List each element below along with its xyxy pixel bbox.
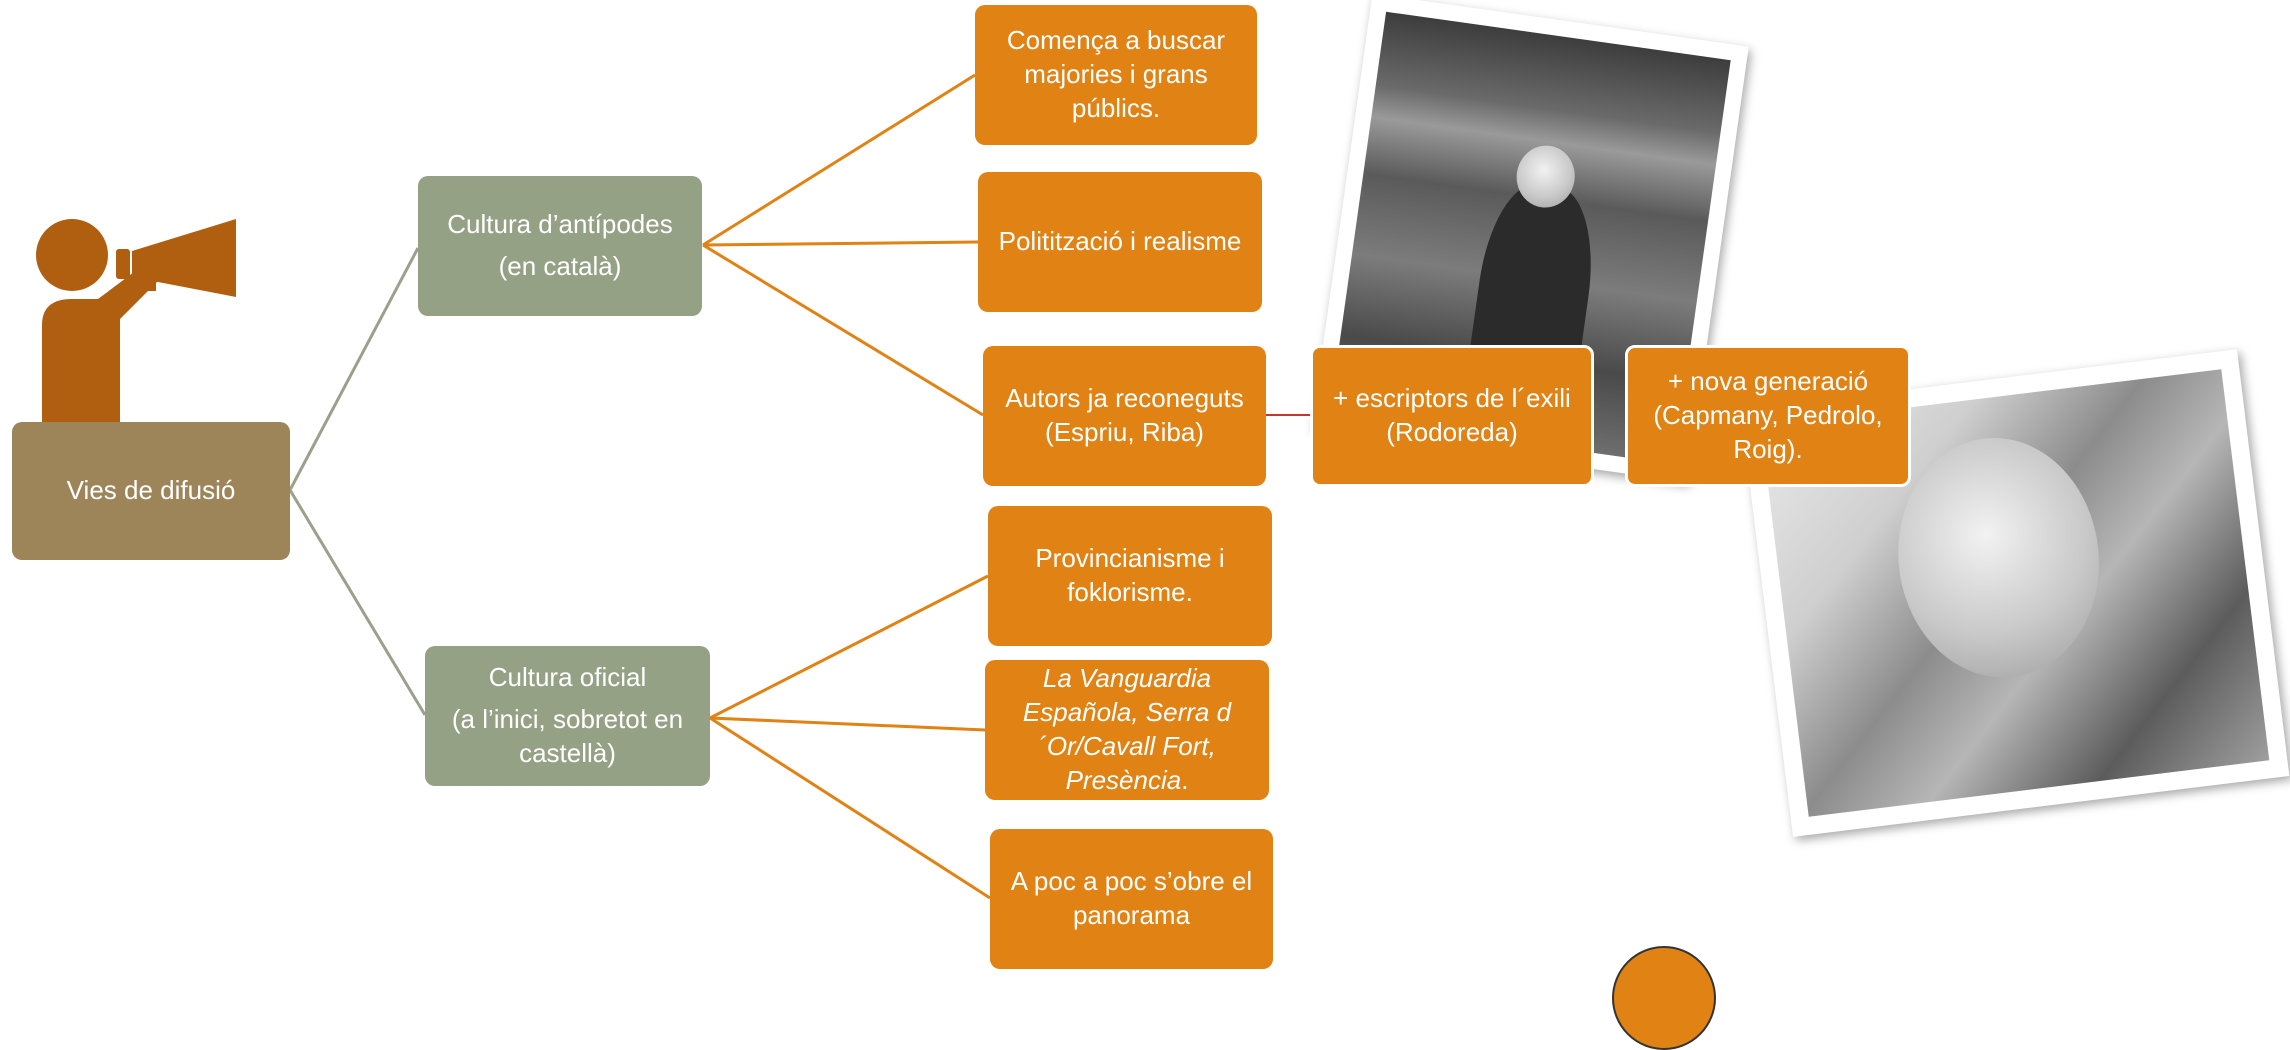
connector-root-oficial: [288, 489, 427, 716]
node-o3-label: A poc a poc s’obre el panorama: [1010, 866, 1253, 930]
node-publicacions: La Vanguardia Española, Serra d´Or/Caval…: [985, 660, 1269, 800]
connector-antipodes-a3: [702, 243, 984, 417]
connector-oficial-o1: [709, 574, 989, 720]
node-root-label: Vies de difusió: [66, 475, 236, 506]
megaphone-person-icon: [36, 219, 236, 430]
node-provincianisme: Provincianisme i foklorisme.: [988, 506, 1272, 646]
node-a2-label: Politització i realisme: [998, 226, 1242, 257]
diagram: Vies de difusió Cultura d’antípodes (en …: [12, 5, 2270, 1050]
node-a3b-label: + escriptors de l´exili (Rodoreda): [1333, 383, 1571, 447]
node-oficial-line1: Cultura oficial: [488, 662, 647, 693]
node-o1-label: Provincianisme i foklorisme.: [1035, 543, 1225, 607]
node-root: Vies de difusió: [12, 422, 290, 560]
node-o2-tail: .: [1181, 764, 1189, 795]
decorative-circle: [1612, 946, 1716, 1050]
node-a3c-label: + nova generació (Capmany, Pedrolo, Roig…: [1653, 366, 1883, 464]
connector-oficial-o2: [709, 716, 986, 732]
node-obre-panorama: A poc a poc s’obre el panorama: [990, 829, 1273, 969]
node-autors-reconeguts: Autors ja reconeguts (Espriu, Riba): [983, 346, 1266, 486]
node-nova-generacio: + nova generació (Capmany, Pedrolo, Roig…: [1625, 345, 1911, 487]
connector-antipodes-a1: [702, 73, 976, 247]
node-cultura-antipodes: Cultura d’antípodes (en català): [418, 176, 702, 316]
connector-antipodes-a2: [702, 240, 979, 247]
node-escriptors-exili: + escriptors de l´exili (Rodoreda): [1310, 345, 1594, 487]
node-a3-label: Autors ja reconeguts (Espriu, Riba): [1005, 383, 1244, 447]
node-oficial-line2: (a l’inici, sobretot en castellà): [451, 704, 684, 768]
connector-oficial-o3: [709, 716, 991, 900]
node-antipodes-line2: (en català): [498, 251, 622, 281]
node-cultura-oficial: Cultura oficial (a l’inici, sobretot en …: [425, 646, 710, 786]
node-a1-label: Comença a buscar majories i grans públic…: [1006, 25, 1226, 123]
node-antipodes-line1: Cultura d’antípodes: [447, 209, 673, 240]
connector-root-antipodes: [288, 247, 420, 491]
node-comenca-buscar: Comença a buscar majories i grans públic…: [975, 5, 1257, 145]
node-o2-italic: La Vanguardia Española, Serra d´Or/Caval…: [1022, 663, 1232, 795]
node-polititzacio: Politització i realisme: [978, 172, 1262, 312]
